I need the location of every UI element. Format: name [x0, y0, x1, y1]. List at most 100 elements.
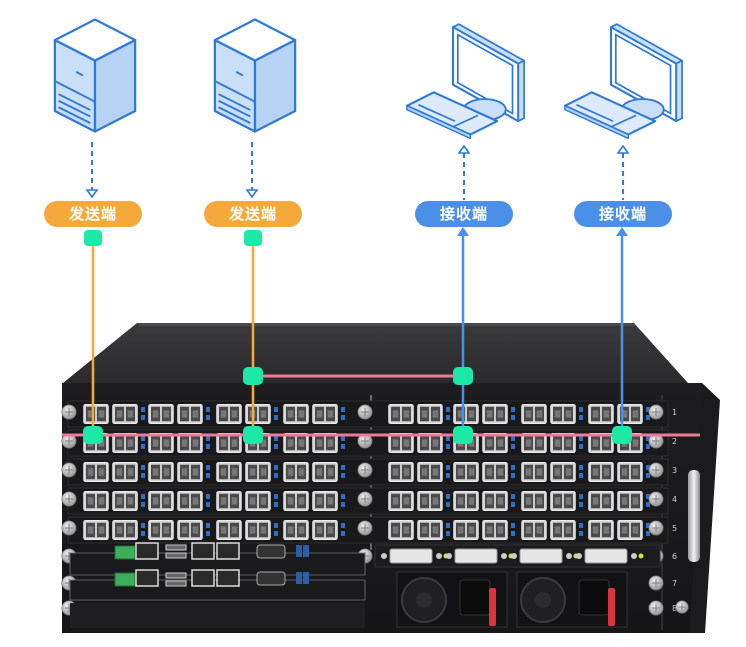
status-led — [206, 444, 210, 449]
lc-fiber-port[interactable] — [312, 491, 338, 511]
lc-fiber-port[interactable] — [388, 491, 414, 511]
usb-port[interactable] — [165, 572, 187, 579]
lc-fiber-port[interactable] — [617, 462, 643, 482]
net1-port[interactable] — [216, 542, 240, 560]
lc-fiber-port[interactable] — [177, 404, 203, 424]
lc-fiber-port[interactable] — [148, 491, 174, 511]
usb-port[interactable] — [165, 552, 187, 559]
lc-fiber-port[interactable] — [617, 491, 643, 511]
lc-fiber-port[interactable] — [216, 520, 242, 540]
lc-fiber-port[interactable] — [453, 491, 479, 511]
lc-fiber-port[interactable] — [417, 462, 443, 482]
card-screw — [357, 520, 373, 536]
lc-fiber-port[interactable] — [482, 491, 508, 511]
lc-fiber-port[interactable] — [216, 491, 242, 511]
card-screw — [357, 462, 373, 478]
dvi-port[interactable] — [454, 548, 498, 564]
status-led — [511, 494, 515, 499]
lc-fiber-port[interactable] — [550, 462, 576, 482]
lc-fiber-port[interactable] — [245, 491, 271, 511]
lc-fiber-port[interactable] — [177, 462, 203, 482]
desktop-computer-icon — [405, 22, 525, 139]
lc-fiber-port[interactable] — [283, 404, 309, 424]
rj45-port[interactable] — [135, 569, 159, 587]
slot-number: 4 — [672, 495, 677, 504]
lc-fiber-port[interactable] — [112, 520, 138, 540]
net0-port[interactable] — [191, 569, 215, 587]
rs232-port[interactable] — [256, 571, 286, 586]
lc-fiber-port[interactable] — [521, 462, 547, 482]
lc-fiber-port[interactable] — [550, 520, 576, 540]
dvi-port[interactable] — [389, 548, 433, 564]
lc-fiber-port[interactable] — [112, 491, 138, 511]
lc-fiber-port[interactable] — [148, 404, 174, 424]
lc-fiber-port[interactable] — [216, 462, 242, 482]
lc-fiber-port[interactable] — [453, 520, 479, 540]
status-led — [341, 444, 345, 449]
lc-fiber-port[interactable] — [617, 520, 643, 540]
lc-fiber-port[interactable] — [588, 520, 614, 540]
lc-fiber-port[interactable] — [453, 404, 479, 424]
net0-port[interactable] — [191, 542, 215, 560]
ac-inlet[interactable] — [459, 579, 491, 616]
lc-fiber-port[interactable] — [112, 462, 138, 482]
lc-fiber-port[interactable] — [417, 520, 443, 540]
power-supply-1 — [396, 571, 508, 628]
lc-fiber-port[interactable] — [521, 404, 547, 424]
lc-fiber-port[interactable] — [588, 491, 614, 511]
lc-fiber-port[interactable] — [283, 462, 309, 482]
power-in-terminal[interactable] — [114, 545, 136, 560]
dvi-port[interactable] — [584, 548, 628, 564]
lc-fiber-port[interactable] — [388, 520, 414, 540]
lc-fiber-port[interactable] — [550, 491, 576, 511]
lc-fiber-port[interactable] — [482, 404, 508, 424]
usb-port[interactable] — [165, 580, 187, 587]
lc-fiber-port[interactable] — [283, 520, 309, 540]
lc-fiber-port[interactable] — [482, 520, 508, 540]
power-in-terminal[interactable] — [114, 572, 136, 587]
status-led — [646, 415, 650, 420]
psu-latch[interactable] — [608, 588, 615, 626]
net1-port[interactable] — [216, 569, 240, 587]
slot-number: 7 — [672, 579, 677, 588]
status-led — [511, 465, 515, 470]
lc-fiber-port[interactable] — [550, 404, 576, 424]
lc-fiber-port[interactable] — [112, 404, 138, 424]
sender-label: 发送端 — [204, 201, 302, 227]
lc-fiber-port[interactable] — [83, 520, 109, 540]
lc-fiber-port[interactable] — [177, 520, 203, 540]
lc-fiber-port[interactable] — [312, 520, 338, 540]
lc-fiber-port[interactable] — [148, 520, 174, 540]
lc-fiber-port[interactable] — [83, 404, 109, 424]
lc-fiber-port[interactable] — [216, 404, 242, 424]
lc-fiber-port[interactable] — [521, 491, 547, 511]
status-led — [646, 502, 650, 507]
ac-inlet[interactable] — [578, 579, 610, 616]
lc-fiber-port[interactable] — [388, 404, 414, 424]
rs232-port[interactable] — [256, 544, 286, 559]
lc-fiber-port[interactable] — [83, 462, 109, 482]
lc-fiber-port[interactable] — [388, 462, 414, 482]
lc-fiber-port[interactable] — [312, 462, 338, 482]
rj45-port[interactable] — [135, 542, 159, 560]
lc-fiber-port[interactable] — [453, 462, 479, 482]
lc-fiber-port[interactable] — [312, 404, 338, 424]
lc-fiber-port[interactable] — [417, 491, 443, 511]
lc-fiber-port[interactable] — [245, 462, 271, 482]
psu-latch[interactable] — [489, 588, 496, 626]
card-screw — [648, 462, 664, 478]
usb-port[interactable] — [165, 544, 187, 551]
lc-fiber-port[interactable] — [177, 491, 203, 511]
status-led — [341, 465, 345, 470]
lc-fiber-port[interactable] — [521, 520, 547, 540]
lc-fiber-port[interactable] — [588, 462, 614, 482]
lc-fiber-port[interactable] — [417, 404, 443, 424]
dvi-port[interactable] — [519, 548, 563, 564]
lc-fiber-port[interactable] — [283, 491, 309, 511]
lc-fiber-port[interactable] — [245, 520, 271, 540]
lc-fiber-port[interactable] — [83, 491, 109, 511]
lc-fiber-port[interactable] — [482, 462, 508, 482]
lc-fiber-port[interactable] — [148, 462, 174, 482]
lc-fiber-port[interactable] — [245, 404, 271, 424]
lc-fiber-port[interactable] — [588, 404, 614, 424]
